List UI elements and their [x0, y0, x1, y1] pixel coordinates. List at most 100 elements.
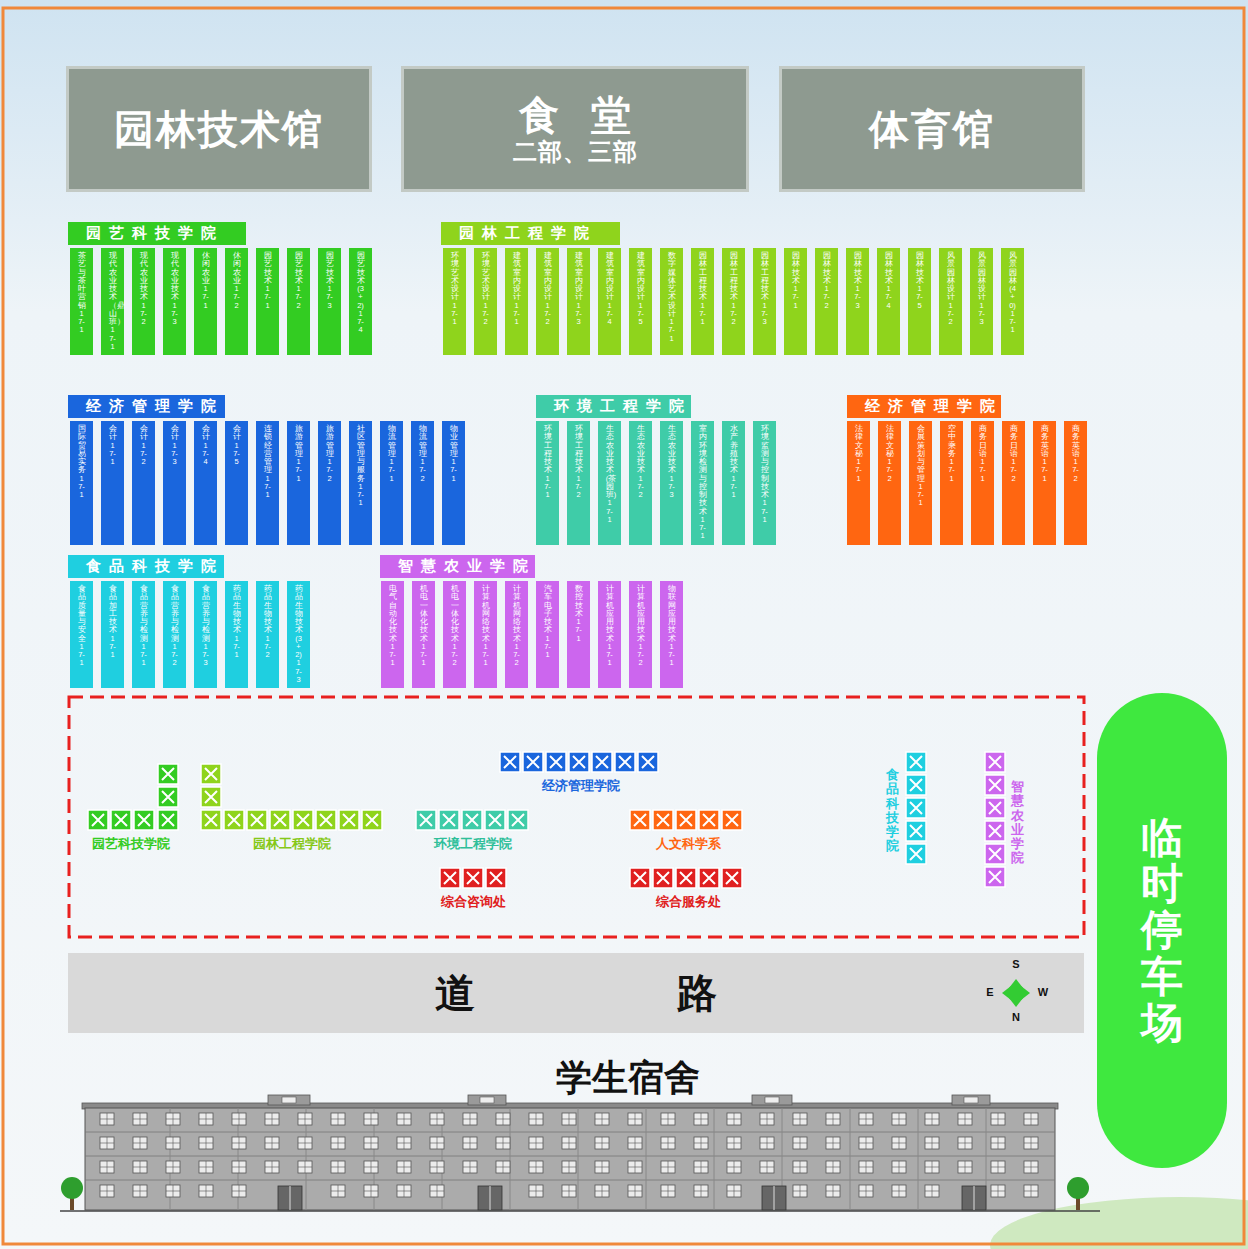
class-name: 建筑室内设计17-4	[606, 252, 614, 326]
class-bar: 茶艺与茶叶营销17-1	[70, 248, 93, 355]
class-bar: 园林工程技术17-2	[722, 248, 745, 355]
class-name: 商务日语17-2	[1010, 425, 1018, 483]
class-name: 药品生物技术(3+2)17-3	[295, 585, 303, 684]
class-bar: 环境工程技术17-1	[536, 421, 559, 545]
class-bar: 建筑室内设计17-5	[629, 248, 652, 355]
booth-square	[592, 752, 612, 772]
class-name: 园艺技术17-2	[295, 252, 303, 310]
class-name: 物联网应用技术17-1	[668, 585, 676, 668]
booth-square	[158, 764, 178, 784]
class-name: 法律文秘17-2	[886, 425, 894, 483]
class-bar: 建筑室内设计17-1	[505, 248, 528, 355]
booth-square	[638, 752, 658, 772]
class-name: 园艺技术17-3	[326, 252, 334, 310]
class-name: 旅游管理17-2	[326, 425, 334, 483]
class-name: 茶艺与茶叶营销17-1	[78, 252, 86, 335]
class-bar: 会计17-3	[163, 421, 186, 545]
class-name: 汽车电子技术17-1	[544, 585, 552, 659]
class-bar: 会展策划与管理17-1	[909, 421, 932, 545]
class-name: 药品生物技术17-2	[264, 585, 272, 659]
class-bar: 法律文秘17-2	[878, 421, 901, 545]
booth-square	[523, 752, 543, 772]
class-name: 计算机应用技术17-1	[606, 585, 614, 668]
booth-square	[339, 810, 359, 830]
booth-square	[88, 810, 108, 830]
class-bar: 园林技术17-1	[784, 248, 807, 355]
booth-icons	[88, 752, 1005, 888]
booth-square	[293, 810, 313, 830]
class-name: 园林工程技术17-2	[730, 252, 738, 326]
class-name: 现代农业技术（鼎山班）17-1	[109, 252, 117, 351]
booth-square	[653, 868, 673, 888]
class-name: 会计17-1	[109, 425, 117, 466]
class-name: 数字媒体艺术设计17-1	[668, 252, 676, 343]
class-name: 现代农业技术17-2	[140, 252, 148, 326]
college-name: 园林工程学院	[459, 224, 597, 243]
building-subtitle: 二部、三部	[513, 138, 638, 166]
class-name: 水产养殖技术17-1	[730, 425, 738, 499]
class-name: 生态农业技术(茶园班)17-1	[606, 425, 614, 524]
class-bar: 数字媒体艺术设计17-1	[660, 248, 683, 355]
booth-square	[362, 810, 382, 830]
building-label: 学生宿舍	[556, 1054, 700, 1103]
class-bar: 计算机应用技术17-2	[629, 581, 652, 688]
booth-square	[158, 810, 178, 830]
class-name: 园林技术17-4	[885, 252, 893, 310]
booth-square	[906, 775, 926, 795]
college-name: 经济管理学院	[865, 397, 1003, 416]
parking-name: 临时停车场	[1141, 815, 1183, 1046]
class-name: 会计17-2	[140, 425, 148, 466]
class-bar: 环境艺术设计17-1	[443, 248, 466, 355]
class-bar: 休闲农业17-1	[194, 248, 217, 355]
college-header: 园林工程学院	[441, 222, 620, 245]
class-name: 园林技术17-3	[854, 252, 862, 310]
class-bar: 会计17-4	[194, 421, 217, 545]
class-name: 现代农业技术17-3	[171, 252, 179, 326]
booth-square	[985, 821, 1005, 841]
college-name: 园艺科技学院	[86, 224, 224, 243]
building-name: 食堂	[487, 92, 663, 138]
class-name: 社区管理与服务17-1	[357, 425, 365, 508]
class-bar: 旅游管理17-1	[287, 421, 310, 545]
class-bar: 风景园林(4+0)17-1	[1001, 248, 1024, 355]
college-header: 园艺科技学院	[68, 222, 246, 245]
class-bar: 园林工程技术17-1	[691, 248, 714, 355]
class-bar: 环境艺术设计17-2	[474, 248, 497, 355]
class-bar: 商务日语17-2	[1002, 421, 1025, 545]
booth-square	[462, 810, 482, 830]
class-bar: 园林工程技术17-3	[753, 248, 776, 355]
class-name: 商务英语17-2	[1072, 425, 1080, 483]
compass-letter: E	[986, 986, 993, 998]
class-bar: 园林技术17-4	[877, 248, 900, 355]
class-bar: 食品营养与检测17-1	[132, 581, 155, 688]
class-name: 食品加工技术17-1	[109, 585, 117, 659]
class-name: 环境工程技术17-2	[575, 425, 583, 499]
college-name: 环境工程学院	[554, 397, 692, 416]
booth-square	[906, 752, 926, 772]
class-name: 空中乘务17-1	[948, 425, 956, 483]
class-bar: 物流管理17-1	[380, 421, 403, 545]
class-bar: 药品生物技术17-2	[256, 581, 279, 688]
class-bar: 会计17-5	[225, 421, 248, 545]
booth-square	[247, 810, 267, 830]
booth-square	[439, 810, 459, 830]
class-name: 园林工程技术17-3	[761, 252, 769, 326]
booth-square	[722, 810, 742, 830]
class-bar: 物联网应用技术17-1	[660, 581, 683, 688]
class-bar: 空中乘务17-1	[940, 421, 963, 545]
class-name: 风景园林(4+0)17-1	[1009, 252, 1017, 335]
booth-square	[134, 810, 154, 830]
class-bar: 园林技术17-5	[908, 248, 931, 355]
class-bar: 数控技术17-1	[567, 581, 590, 688]
class-bar: 会计17-1	[101, 421, 124, 545]
class-name: 环境艺术设计17-2	[482, 252, 490, 326]
road-name: 道 路	[435, 966, 716, 1021]
area-label: 经济管理学院	[542, 777, 620, 795]
class-bar: 食品营养与检测17-3	[194, 581, 217, 688]
booth-square	[653, 810, 673, 830]
class-name: 数控技术17-1	[575, 585, 583, 643]
class-name: 生态农业技术17-3	[668, 425, 676, 499]
class-name: 计算机网络技术17-2	[513, 585, 521, 668]
college-header: 经济管理学院	[68, 395, 225, 418]
booth-square	[985, 775, 1005, 795]
